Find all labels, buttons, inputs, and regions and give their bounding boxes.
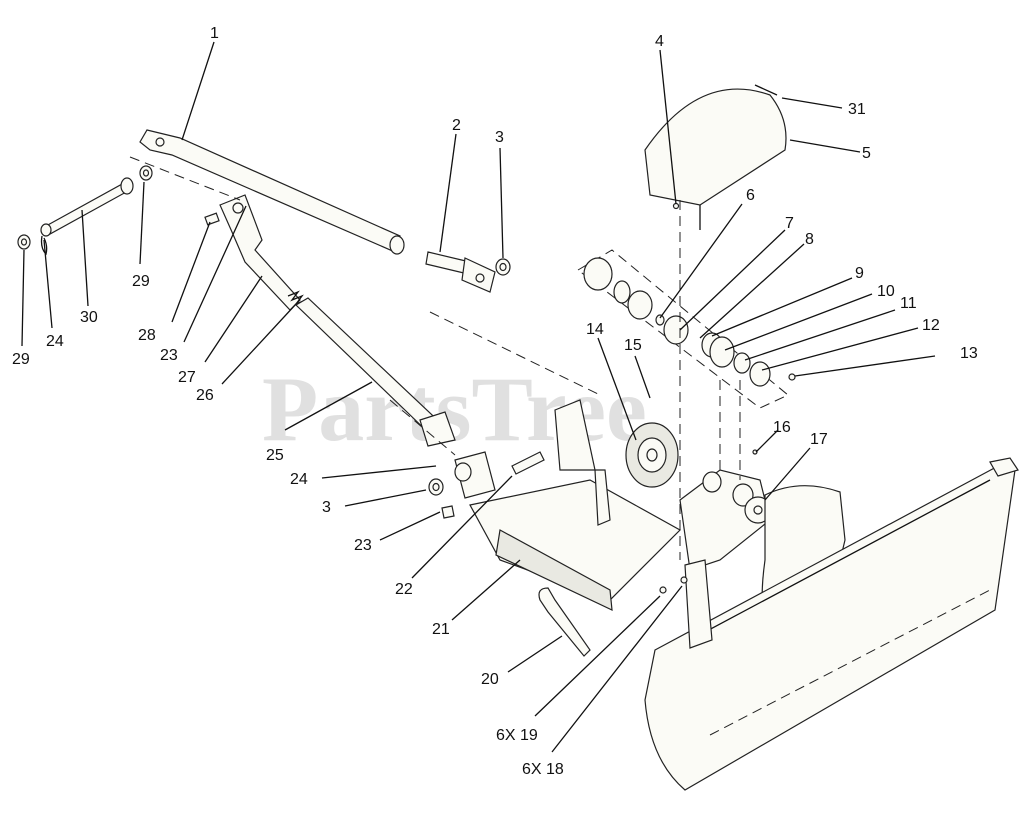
callout-23-lower: 23 xyxy=(354,537,372,554)
callout-2: 2 xyxy=(452,117,461,134)
callout-25: 25 xyxy=(266,447,284,464)
callout-9: 9 xyxy=(855,265,864,282)
pulley-assembly-exploded xyxy=(577,249,796,409)
callout-21: 21 xyxy=(432,621,450,638)
washer-part-3-lower xyxy=(428,478,444,496)
washer-part-29-left xyxy=(17,234,31,250)
drive-pulley-part-14 xyxy=(625,422,679,488)
callout-22: 22 xyxy=(395,581,413,598)
callout-15: 15 xyxy=(624,337,642,354)
callout-20: 20 xyxy=(481,671,499,688)
callout-1: 1 xyxy=(210,25,219,42)
callout-12: 12 xyxy=(922,317,940,334)
cotter-pin-part-24-left xyxy=(40,235,48,256)
callout-6x19: 6X 19 xyxy=(496,727,538,744)
callout-6x18: 6X 18 xyxy=(522,761,564,778)
callout-29-left: 29 xyxy=(12,351,30,368)
handle-part-20 xyxy=(538,587,591,657)
callout-7: 7 xyxy=(785,215,794,232)
callout-3-lower: 3 xyxy=(322,499,331,516)
callout-8: 8 xyxy=(805,231,814,248)
callout-3: 3 xyxy=(495,129,504,146)
assembly-guide-lines xyxy=(129,156,741,560)
callout-13: 13 xyxy=(960,345,978,362)
callout-11: 11 xyxy=(900,295,917,312)
callout-14: 14 xyxy=(586,321,604,338)
decal-part-31 xyxy=(754,84,778,96)
callout-24-lower: 24 xyxy=(290,471,308,488)
callout-31: 31 xyxy=(848,101,866,118)
screw-part-4 xyxy=(672,202,680,210)
callout-16: 16 xyxy=(773,419,791,436)
nut-part-23-lower xyxy=(441,505,455,519)
callout-23-upper: 23 xyxy=(160,347,178,364)
mount-plate xyxy=(659,449,758,649)
callout-labels: 1 2 3 4 5 31 6 7 8 9 10 11 12 13 14 15 1… xyxy=(12,25,978,778)
bolt-part-28 xyxy=(204,212,220,226)
hinge-bracket-part-24-3 xyxy=(454,451,496,499)
rod-part-2 xyxy=(425,251,496,293)
callout-28: 28 xyxy=(138,327,156,344)
lift-link-part-27 xyxy=(219,194,301,311)
callout-17: 17 xyxy=(810,431,828,448)
frame-part-21 xyxy=(469,399,681,611)
callout-4: 4 xyxy=(655,33,664,50)
callout-30: 30 xyxy=(80,309,98,326)
callout-5: 5 xyxy=(862,145,871,162)
lift-tube-part-1 xyxy=(139,129,405,255)
callout-27: 27 xyxy=(178,369,196,386)
washer-part-29-right xyxy=(139,165,153,181)
plow-blade xyxy=(644,457,1019,791)
pin-part-30 xyxy=(40,177,134,237)
callout-10: 10 xyxy=(877,283,895,300)
belt-guard-part-5 xyxy=(644,88,787,230)
callout-6: 6 xyxy=(746,187,755,204)
washer-part-3-upper xyxy=(495,258,511,276)
pin-part-22 xyxy=(511,451,545,475)
rod-part-25 xyxy=(295,297,456,447)
callout-24-left: 24 xyxy=(46,333,64,350)
callout-26: 26 xyxy=(196,387,214,404)
leader-lines xyxy=(21,41,936,753)
callout-29-right: 29 xyxy=(132,273,150,290)
